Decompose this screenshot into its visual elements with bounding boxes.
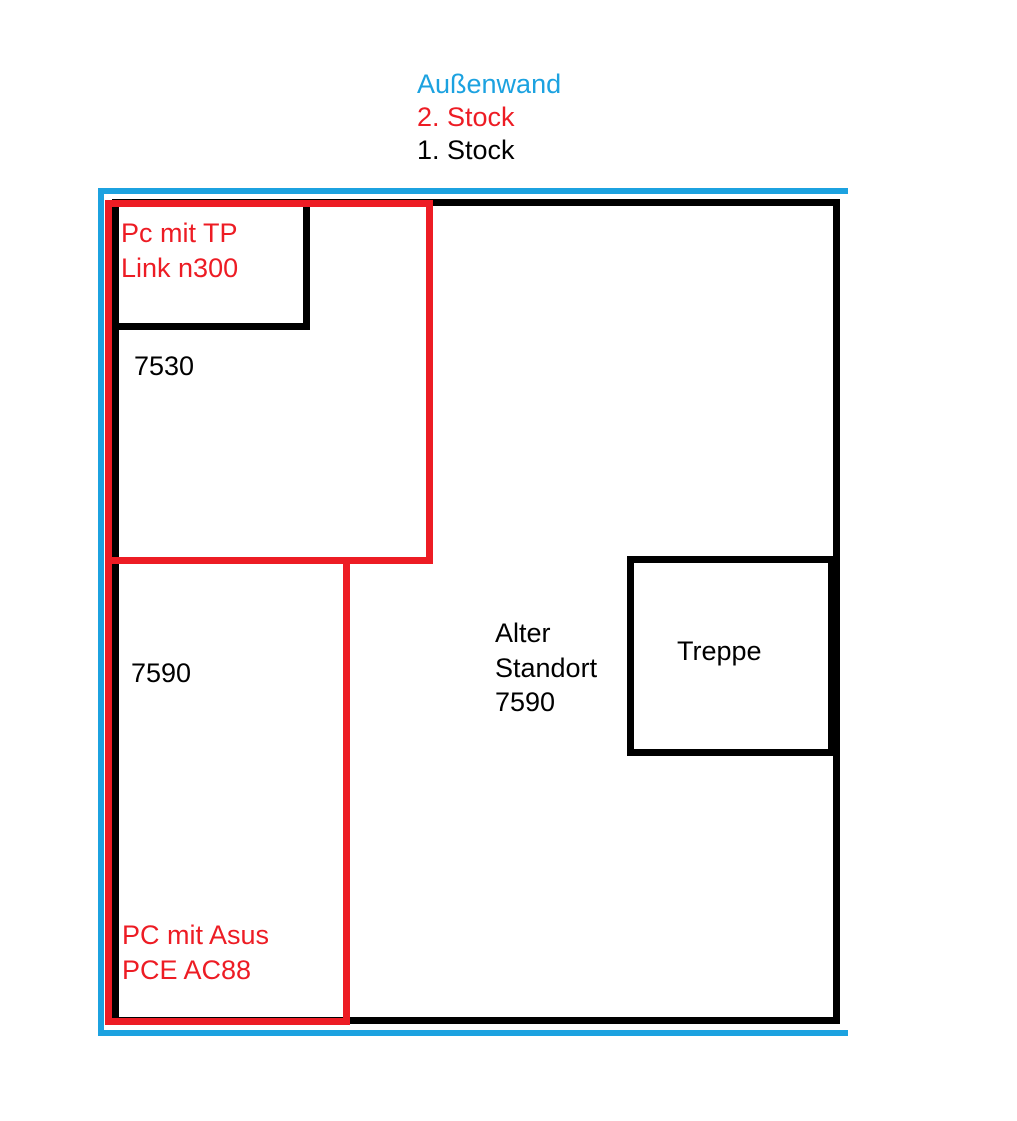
old-location-label: Alter Standort 7590 (495, 618, 598, 718)
second-floor-top-wall (105, 200, 433, 207)
pc-tp-link-label: Pc mit TP Link n300 (121, 218, 239, 283)
legend-2-stock: 2. Stock (417, 101, 515, 132)
outer-wall-top-blue (98, 188, 848, 194)
outer-wall-bottom-blue (98, 1030, 848, 1036)
legend: Außenwand 2. Stock 1. Stock (417, 68, 561, 167)
first-floor-wall-right (833, 199, 840, 1024)
room-7530-label: 7530 (134, 351, 195, 381)
second-floor-upper-right-wall (426, 200, 433, 564)
first-floor-wall-left (112, 199, 119, 1024)
first-floor-wall-bottom (112, 1017, 840, 1024)
outer-wall-left-blue (98, 188, 104, 1036)
second-floor-divider-wall (105, 557, 433, 564)
second-floor-left-wall (105, 200, 112, 1025)
first-floor-wall-top (112, 199, 840, 206)
second-floor-bottom-wall (105, 1018, 350, 1025)
legend-aussenwand: Außenwand (417, 69, 562, 99)
room-7590-label: 7590 (131, 658, 192, 688)
stairwell-box (627, 556, 835, 756)
stairwell-label: Treppe (677, 636, 762, 666)
second-floor-lower-right-wall (343, 557, 350, 1025)
legend-1-stock: 1. Stock (417, 134, 515, 165)
pc-asus-label: PC mit Asus PCE AC88 (122, 920, 270, 985)
